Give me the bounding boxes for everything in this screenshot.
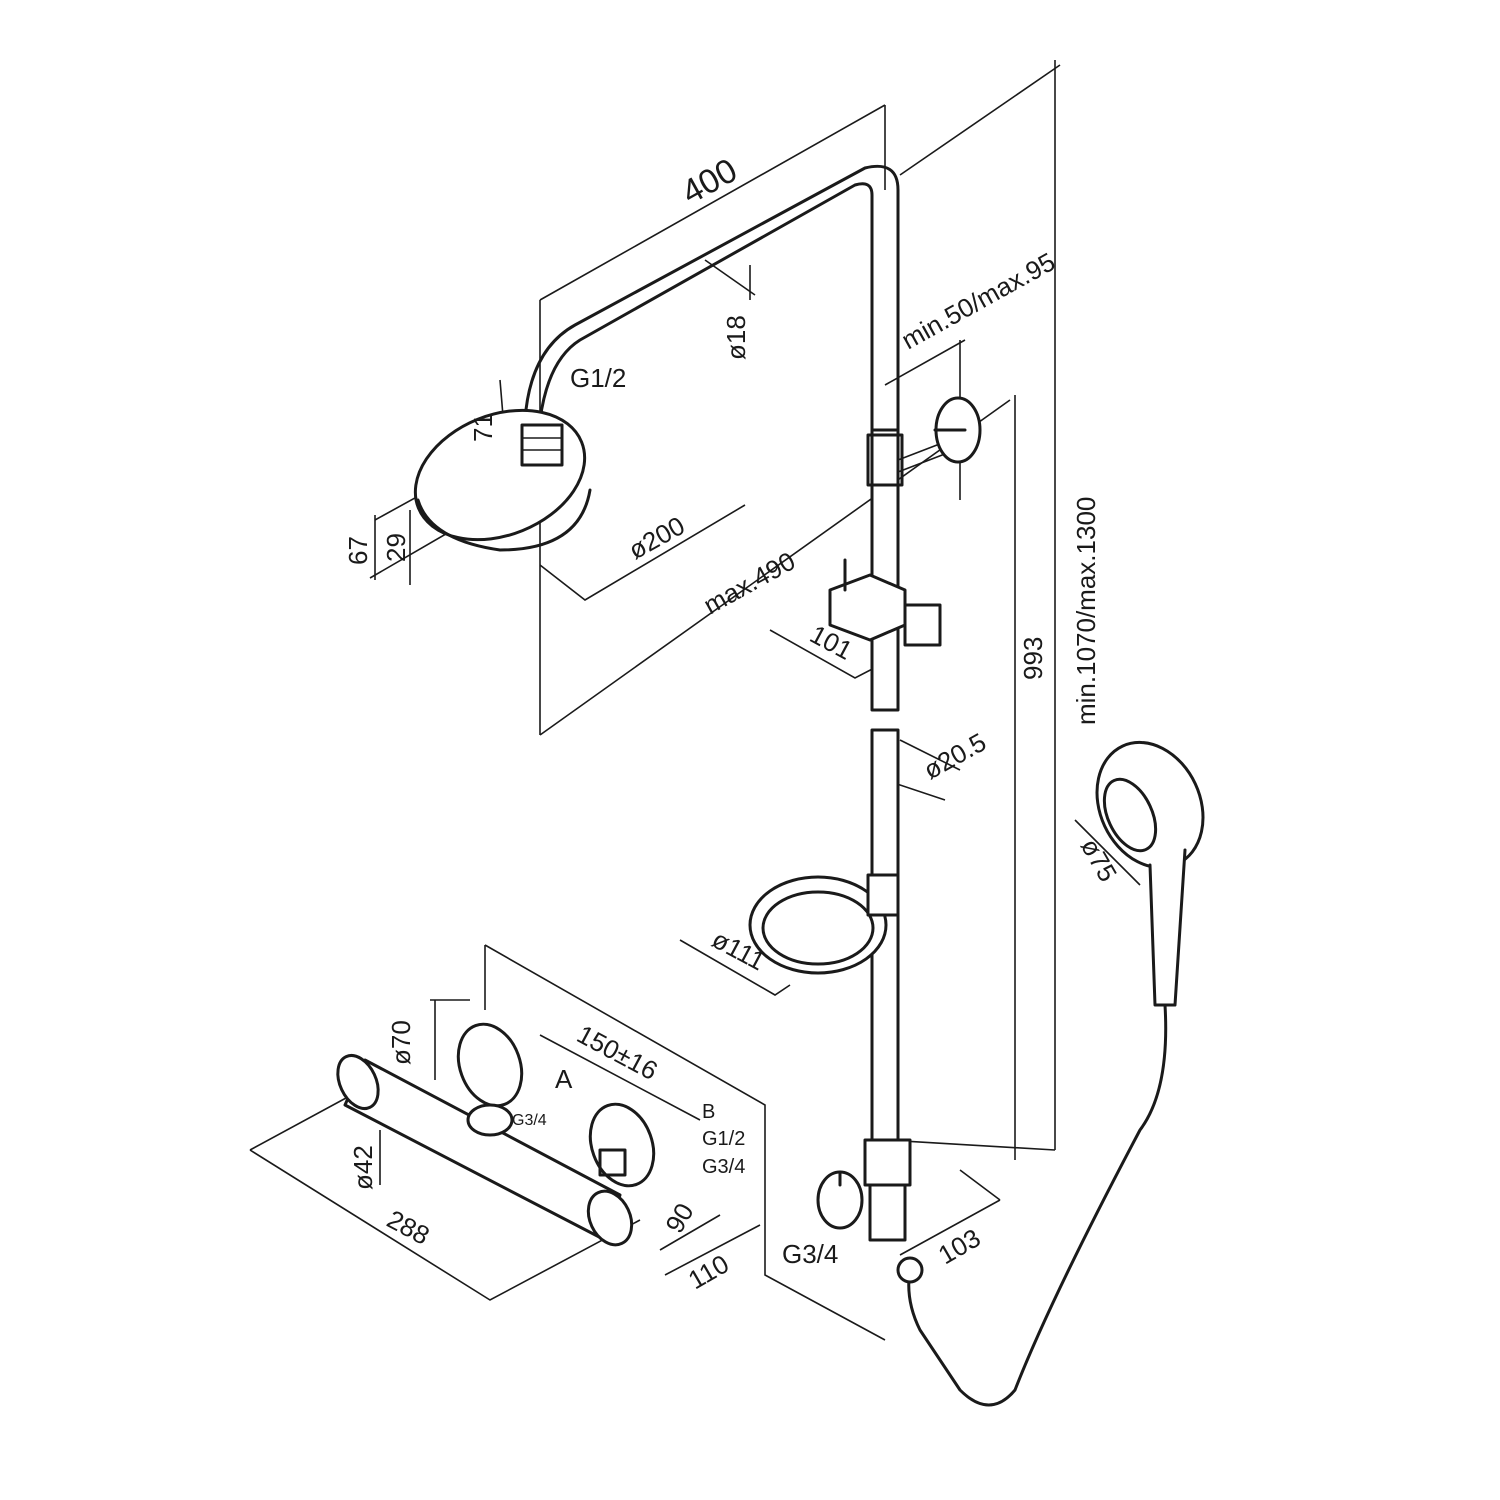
wall-bracket <box>933 396 982 464</box>
label-projection: max.490 <box>698 546 800 621</box>
label-mixer-depth: 90 <box>659 1198 699 1238</box>
label-head-connection: G1/2 <box>570 363 626 393</box>
label-mixer-outlet: G3/4 <box>512 1112 547 1129</box>
label-arm-diameter: ø18 <box>721 315 751 360</box>
label-rail-diameter: ø20.5 <box>918 727 991 785</box>
soap-dish <box>748 873 900 975</box>
label-mixer-length: 288 <box>382 1204 434 1251</box>
label-point-b: B <box>702 1101 715 1123</box>
shower-arm <box>523 164 900 432</box>
label-arm-length: 400 <box>675 151 743 212</box>
label-inlet-g34: G3/4 <box>702 1156 745 1178</box>
label-inlet-g12: G1/2 <box>702 1128 745 1150</box>
slide-rail <box>866 428 951 1152</box>
label-mixer-body-diameter: ø42 <box>348 1145 378 1190</box>
diverter <box>816 1138 912 1242</box>
label-rail-height: 993 <box>1018 637 1048 680</box>
label-diverter-width: 103 <box>933 1223 986 1271</box>
label-flange-diameter: ø70 <box>386 1020 416 1065</box>
hand-shower <box>896 740 1205 1407</box>
label-mixer-projection: 110 <box>683 1248 734 1295</box>
handshower-holder <box>828 558 942 647</box>
label-head-thickness: 29 <box>381 533 411 562</box>
overhead-shower-head <box>413 408 592 552</box>
label-diverter-outlet: G3/4 <box>782 1239 838 1269</box>
wall-plane <box>484 944 886 1341</box>
label-total-height: min.1070/max.1300 <box>1071 497 1101 725</box>
label-head-height: 71 <box>468 413 498 442</box>
thermostatic-mixer <box>336 1022 656 1247</box>
label-point-a: A <box>555 1064 573 1094</box>
label-head-total: 67 <box>343 536 373 565</box>
label-wall-distance: min.50/max.95 <box>896 246 1060 355</box>
